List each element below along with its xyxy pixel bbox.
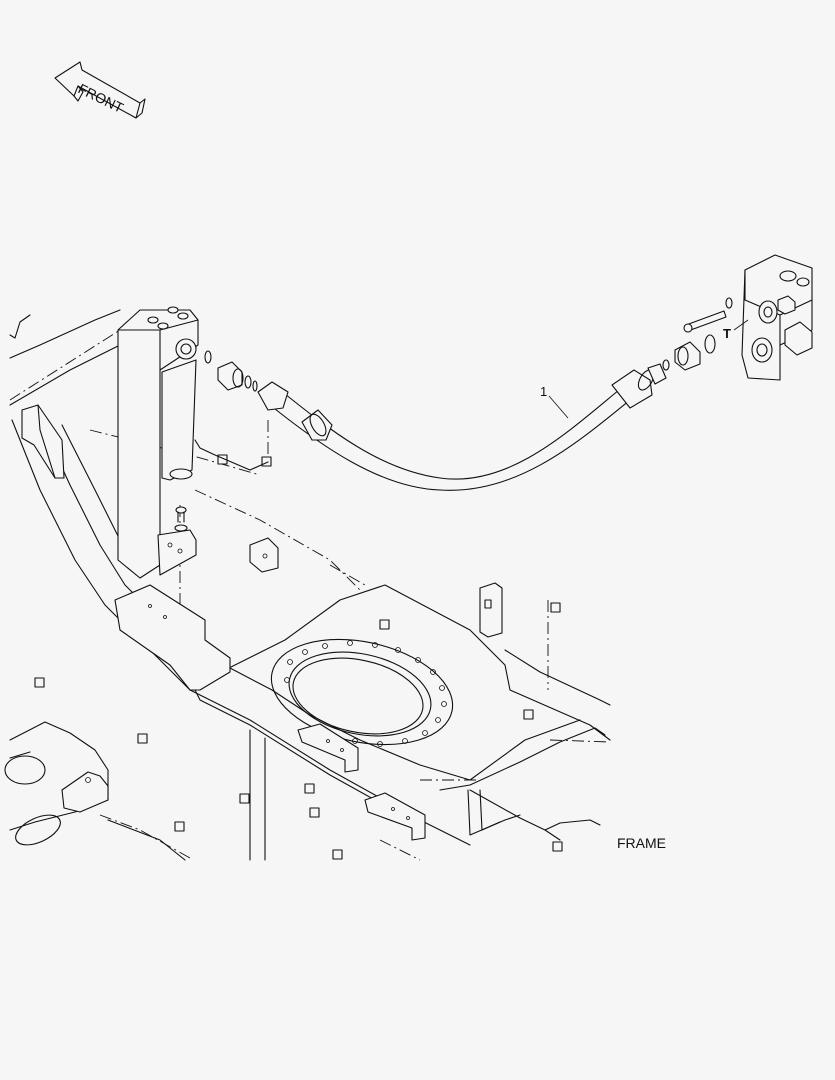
centerlines: [9, 329, 611, 861]
filter-bracket-assembly: [114, 306, 269, 691]
callout-port-t: T: [723, 326, 731, 341]
section-caption: FRAME: [617, 835, 666, 851]
front-direction-arrow: FRONT: [54, 61, 146, 119]
valve-block-assembly: [662, 254, 813, 381]
hydraulic-hose: [257, 363, 667, 491]
frame-structure: [4, 309, 611, 861]
ring-bolt-holes: [284, 640, 447, 747]
leader-lines: [548, 319, 749, 419]
part-markers: [34, 454, 563, 860]
left-fittings: [217, 361, 258, 392]
callout-part-1: 1: [540, 384, 547, 399]
